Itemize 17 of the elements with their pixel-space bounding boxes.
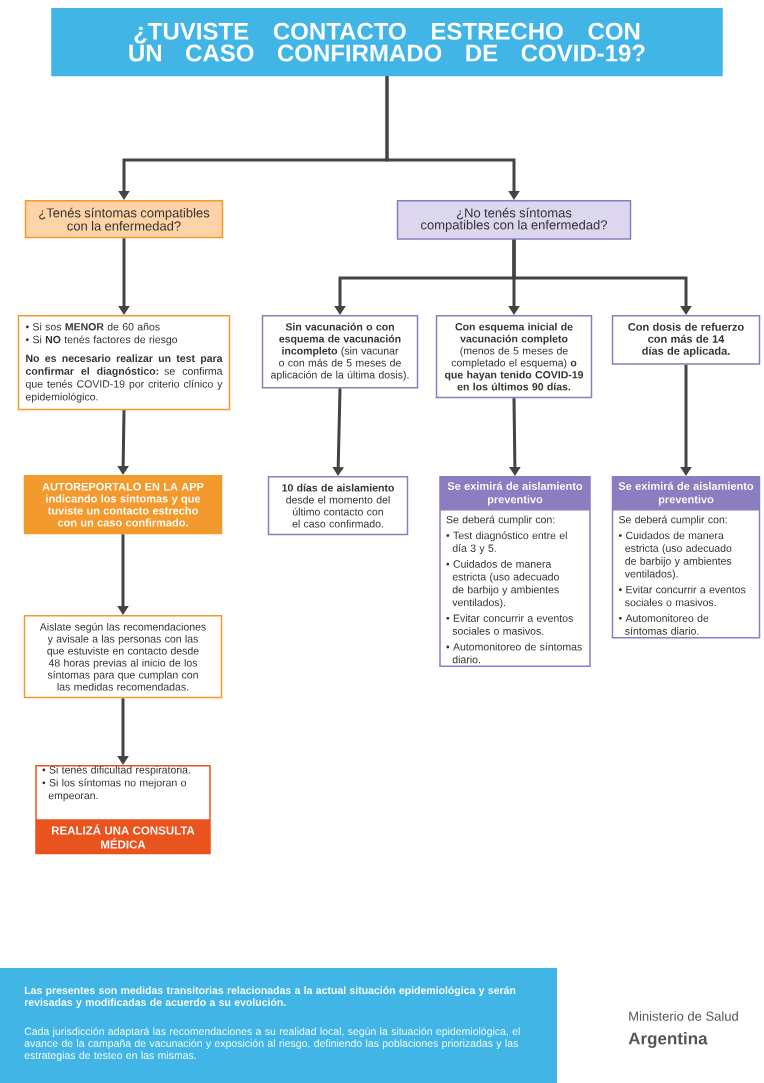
country-name: Argentina [628,1032,708,1048]
process-box: AUTOREPORTALO EN LA APP indicando los síntomas y que tuviste un contacto estrecho con un caso confirmado. [23,475,223,535]
process-box: Con esquema inicial de vacunación completo (menos de 5 meses de completado el esquema) o que hayan tenido COVID-19 en los últimos 90 días. [435,315,593,399]
question-box: ¿No tenés síntomas compatibles con la enfermedad? [396,200,632,240]
process-box: Aislate según las recomendaciones y avisale a las personas con las que estuviste en contacto desde 48 horas previas al inicio de los síntomas para que cumplan con las medidas recomendadas. [23,615,223,699]
note-text: Las presentes son medidas transitorias relacionadas a la actual situación epidemiológica y serán revisadas y modificadas de acuerdo a su evolución. [24,986,516,1009]
process-box: Se eximirá de aislamiento preventivo Se deberá cumplir con: • Cuidados de manera estricta (uso adecuado de barbijo y ambientes ventilados). • Evitar concurrir a eventos sociales o masivos. • Automonitoreo de síntomas diario. [611,476,761,639]
process-box: • Si sos MENOR de 60 años • Si NO tenés factores de riesgo No es necesario realizar un test para confirmar el diagnóstico: se confirma que tenés COVID-19 por criterio clínico y epidemiológico. [17,315,231,411]
question-box: ¿Tenés síntomas compatibles con la enfermedad? [24,200,224,239]
note-text: Cada jurisdicción adaptará las recomendaciones a su realidad local, según la situación epidemiológica, el avance de la campaña de vacunación y exposición al riesgo, definiendo las poblaciones priorizadas y las estrategias de testeo en las mismas. [24,1027,520,1062]
process-box: Con dosis de refuerzo con más de 14 días de aplicada. [611,315,761,365]
process-box: Sin vacunación o con esquema de vacunación incompleto (sin vacunar o con más de 5 meses de aplicación de la última dosis). [261,315,419,389]
ministry-name: Ministerio de Salud [629,1011,738,1021]
process-box: 10 días de aislamiento desde el momento del último contacto con el caso confirmado. [267,476,409,536]
title-box: ¿TUVISTE CONTACTO ESTRECHO CON UN CASO CONFIRMADO DE COVID-19? [51,8,723,77]
process-box: Se eximirá de aislamiento preventivo Se deberá cumplir con: • Test diagnóstico entre el día 3 y 5. • Cuidados de manera estricta (uso adecuado de barbijo y ambientes ventilados). • Evitar concurrir a eventos sociales o masivos. • Automonitoreo de síntomas diario. [439,476,591,668]
alert-box: • Si tenés dificultad respiratoria. • Si los síntomas no mejoran o empeoran. REALIZÁ UNA CONSULTA MÉDICA [35,765,211,855]
